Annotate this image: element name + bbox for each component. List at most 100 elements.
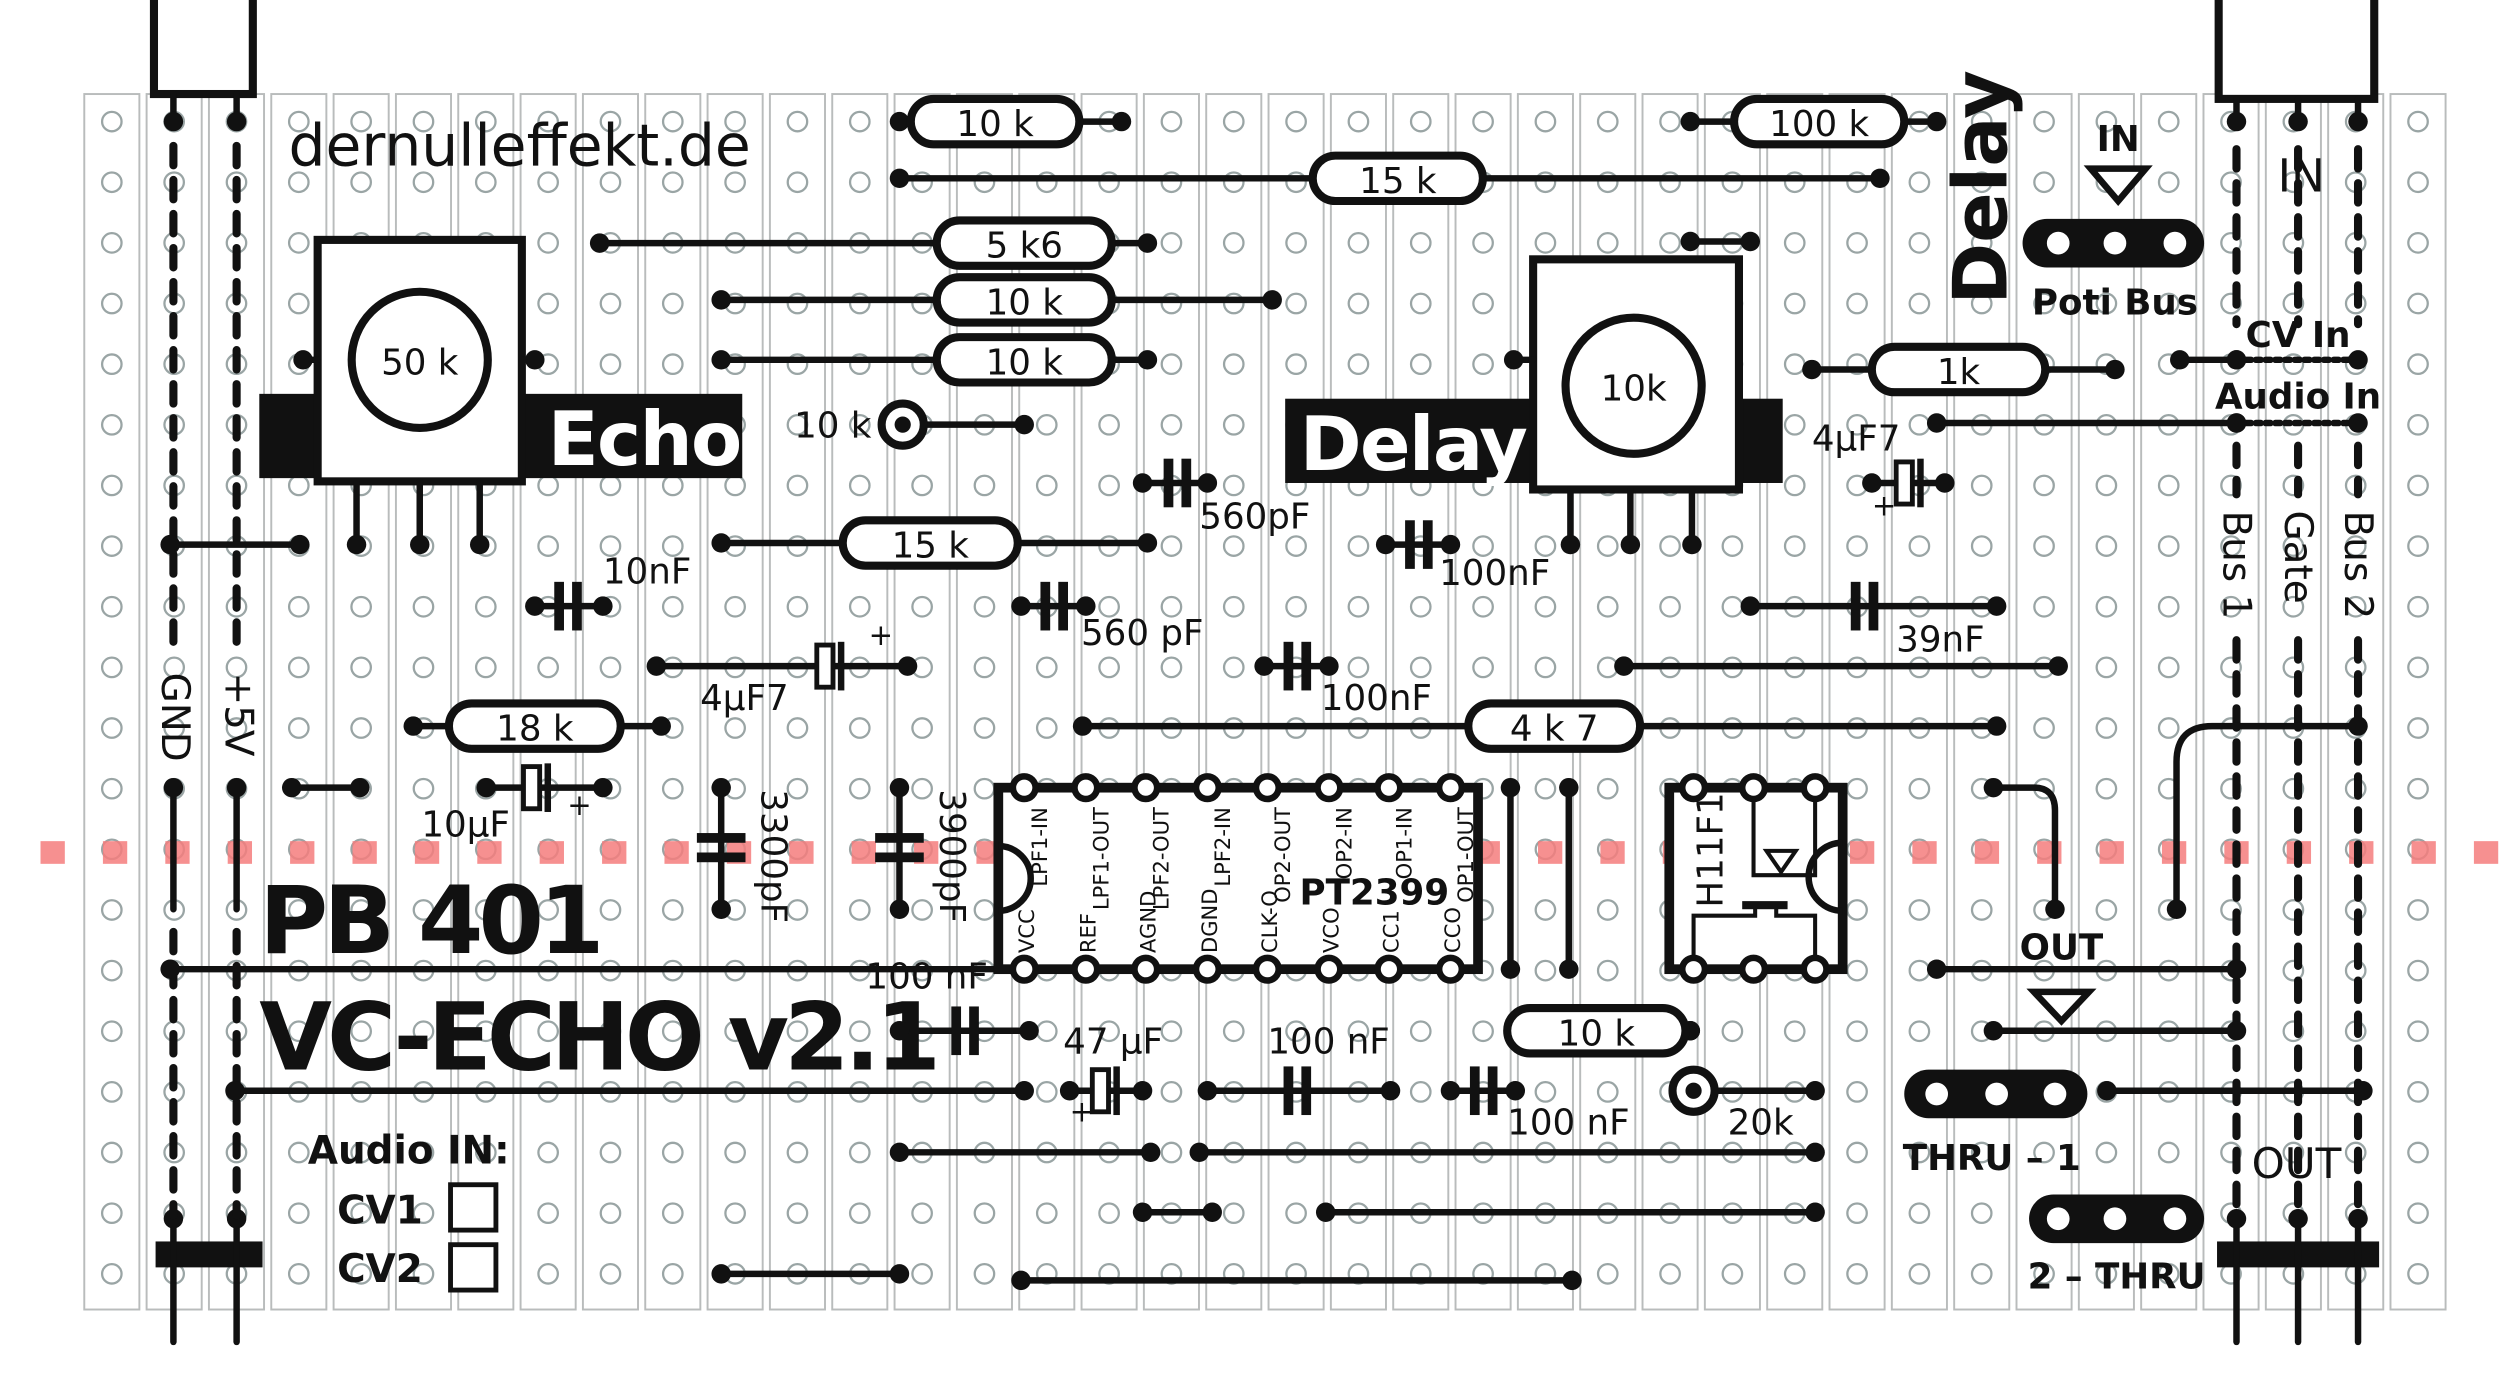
trimmer-value: 10 k [794, 406, 872, 447]
audio-in-title: Audio IN: [308, 1129, 510, 1174]
connector-hole [2046, 231, 2070, 255]
hole [2095, 899, 2118, 921]
capacitor [1440, 1066, 1526, 1116]
solder-point [1680, 231, 1701, 252]
header-connector-bus-in [2214, 0, 2379, 103]
hole [1285, 1020, 1307, 1043]
hole [2095, 110, 2118, 133]
hole [537, 1202, 559, 1225]
capacitor-plate [696, 852, 746, 863]
thru-2-connector[interactable] [2029, 1194, 2205, 1244]
capacitor-plate [1181, 458, 1192, 508]
hole [474, 656, 497, 679]
hole [1347, 353, 1370, 376]
hole [2095, 717, 2118, 739]
hole [724, 1141, 746, 1164]
audio-in-checkbox[interactable] [448, 1242, 499, 1293]
hole [1472, 535, 1494, 557]
hole [1035, 474, 1058, 497]
hole [1409, 232, 1432, 254]
ic-pin-label: OP2-OUT [1270, 807, 1295, 903]
thru-1-connector[interactable] [1904, 1069, 2088, 1119]
hole [287, 595, 310, 618]
hole [2282, 595, 2305, 618]
solder-point [281, 777, 302, 798]
hole [911, 595, 933, 618]
hole [1035, 1202, 1058, 1225]
capacitor [1254, 641, 1339, 691]
hole [2407, 171, 2429, 194]
hole [350, 110, 373, 133]
hole [1783, 535, 1806, 557]
hole [1970, 1202, 1993, 1225]
pot-value: 50 k [381, 342, 459, 383]
hole [1347, 110, 1370, 133]
solder-point [1440, 534, 1461, 555]
hole [1596, 1262, 1619, 1285]
resistor-body [444, 699, 625, 753]
capacitor-plate [1113, 1066, 1120, 1116]
hole [786, 1141, 809, 1164]
resistor [1680, 94, 1947, 149]
hole [2407, 1141, 2429, 1164]
hole [911, 1262, 933, 1285]
solder-point [1503, 350, 1524, 370]
capacitor-value: 10µF [421, 804, 510, 845]
connector-hole [2046, 1207, 2070, 1231]
hole [2095, 535, 2118, 557]
hole [1347, 1020, 1370, 1043]
capacitor-plate [1301, 641, 1312, 691]
hole [599, 353, 622, 376]
hole [2095, 777, 2118, 800]
hole [911, 1202, 933, 1225]
hole [1908, 1141, 1931, 1164]
resistor [889, 151, 1890, 206]
hole [1160, 1020, 1183, 1043]
wire-jumper [160, 534, 310, 555]
audio-in-checkbox[interactable] [448, 1182, 499, 1233]
ic-pin [1738, 954, 1769, 984]
hole [163, 717, 186, 739]
solder-point [1197, 1081, 1218, 1101]
strip-outline [332, 93, 390, 1311]
solder-point [1076, 596, 1096, 616]
resistor-body [1730, 94, 1909, 149]
hole [1347, 535, 1370, 557]
project-title: VC-ECHO v2.1 [259, 984, 936, 1093]
track-cut-marker [602, 841, 627, 864]
electrolytic-capacitor [1059, 1066, 1153, 1116]
solder-point [1137, 533, 1158, 553]
ic-pin-label: OP1-OUT [1453, 807, 1478, 903]
hole [474, 1020, 497, 1043]
connector-hole [2163, 1207, 2187, 1231]
capacitor-value: 100 nF [1507, 1102, 1629, 1143]
solder-point [1926, 959, 1947, 979]
ic-pin [1252, 773, 1282, 803]
solder-point [711, 1264, 731, 1284]
ic-pin-label: LPF1-IN [1027, 807, 1052, 886]
hole [1846, 1020, 1868, 1043]
hole [1534, 595, 1557, 618]
hole [848, 899, 871, 921]
resistor-value: 10 k [1558, 1013, 1636, 1054]
solder-point [889, 1264, 910, 1284]
hole [1160, 110, 1183, 133]
hole [2033, 171, 2055, 194]
copper-strip [2140, 93, 2198, 1311]
hole [225, 717, 248, 739]
resistor-body [838, 516, 1022, 570]
hole [1409, 110, 1432, 133]
hole [2157, 474, 2180, 497]
hole [2033, 110, 2055, 133]
hole [1285, 292, 1307, 315]
hole [661, 292, 684, 315]
poti-bus-connector[interactable] [2022, 218, 2205, 268]
hole [350, 899, 373, 921]
hole [1908, 171, 1931, 194]
hole [2407, 292, 2429, 315]
solder-point [1014, 1081, 1034, 1101]
wire-jumper [1983, 1021, 2247, 1041]
hole [2220, 595, 2242, 618]
bus1-label: Bus 1 [2214, 511, 2259, 620]
hole [1783, 1020, 1806, 1043]
